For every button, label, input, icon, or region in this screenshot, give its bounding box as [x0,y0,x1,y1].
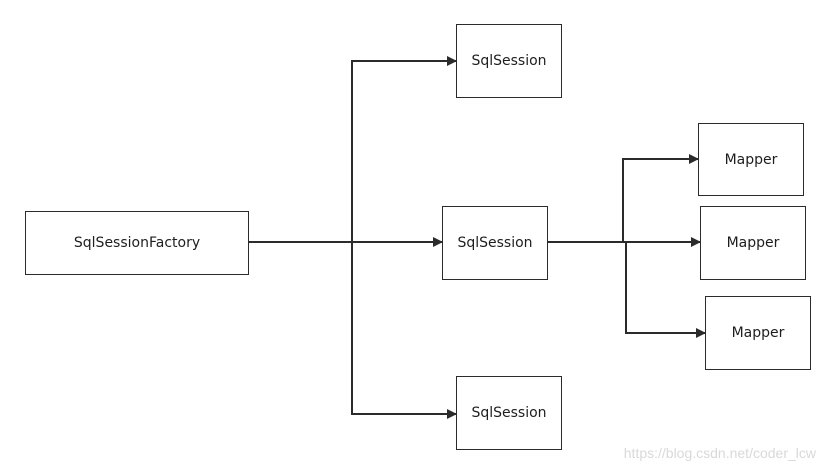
sqlsession-label: SqlSession [471,53,547,69]
sqlsession-node-middle: SqlSession [442,206,548,280]
mapper-node-2: Mapper [700,206,806,280]
sqlsessionfactory-label: SqlSessionFactory [73,235,201,251]
mapper-label: Mapper [726,235,780,251]
mapper-label: Mapper [731,325,785,341]
sqlsessionfactory-node: SqlSessionFactory [25,211,249,275]
mapper-node-1: Mapper [698,123,804,196]
edge-session-to-mapper-1 [622,154,699,242]
sqlsession-label: SqlSession [471,405,547,421]
edge-factory-to-session-bottom [351,242,457,419]
mapper-label: Mapper [724,151,778,168]
edge-factory-to-session-top [351,56,457,242]
mapper-node-3: Mapper [705,296,811,370]
sqlsession-node-bottom: SqlSession [456,376,562,450]
sqlsession-node-top: SqlSession [456,24,562,98]
sqlsession-label: SqlSession [457,235,533,251]
watermark-text: https://blog.csdn.net/coder_lcw [623,445,816,461]
edge-session-to-mapper-3 [625,242,706,338]
